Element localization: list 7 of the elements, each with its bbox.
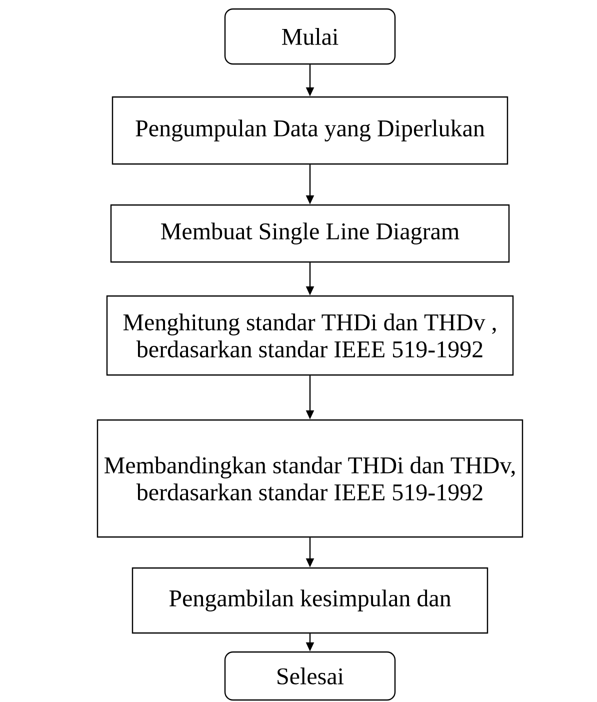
terminal-box: Mulai <box>224 8 396 65</box>
process-box: Menghitung standar THDi dan THDv , berdasarkan standar IEEE 519-1992 <box>106 295 514 376</box>
terminal-box: Selesai <box>224 651 396 701</box>
process-box: Membandingkan standar THDi dan THDv, berdasarkan standar IEEE 519-1992 <box>96 419 524 538</box>
process-box: Membuat Single Line Diagram <box>110 204 510 263</box>
process-box: Pengambilan kesimpulan dan <box>132 567 488 634</box>
process-box: Pengumpulan Data yang Diperlukan <box>112 96 508 165</box>
